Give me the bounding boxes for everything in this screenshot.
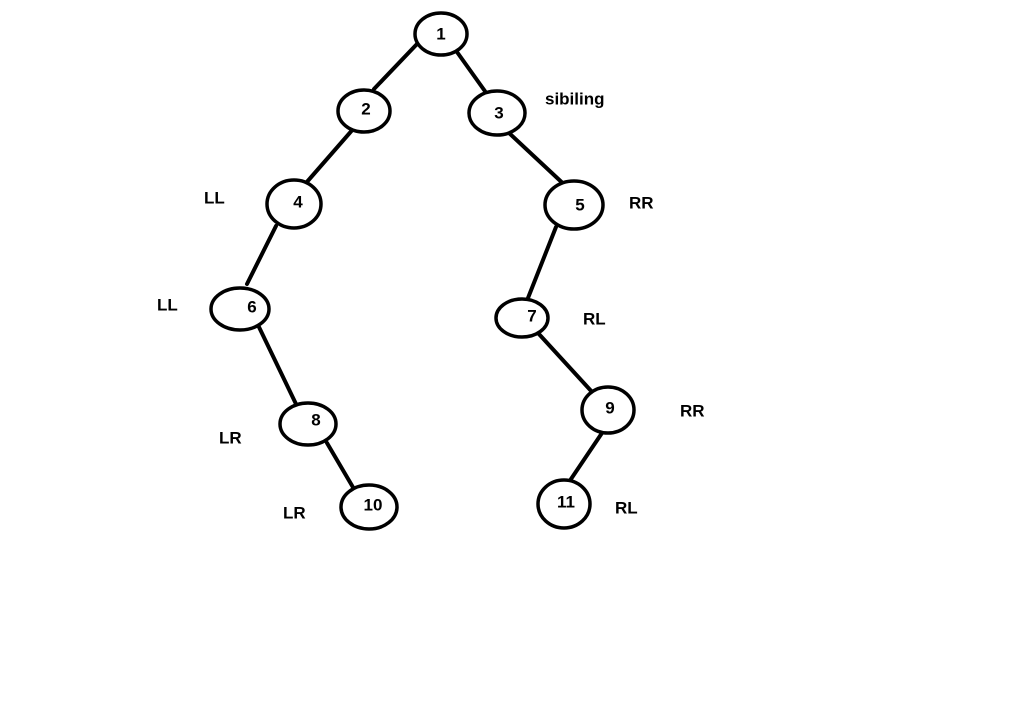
node-ellipse xyxy=(209,286,271,332)
tree-node-11: 11 xyxy=(536,478,592,530)
node-label: 2 xyxy=(361,100,370,119)
annotation-ll-4: LL xyxy=(204,189,225,208)
node-ellipse xyxy=(580,385,636,435)
node-ellipse xyxy=(494,297,550,339)
edge-n8-n10 xyxy=(325,441,356,491)
node-ellipse xyxy=(339,483,399,531)
tree-node-10: 10 xyxy=(339,483,399,531)
node-label: 11 xyxy=(557,493,575,512)
tree-node-6: 6 xyxy=(209,286,271,332)
annotation-rr-5: RR xyxy=(629,194,654,213)
annotation-sibling: sibiling xyxy=(545,90,605,109)
edge-n4-n6 xyxy=(245,224,278,286)
node-ellipse xyxy=(278,401,338,447)
node-ellipse xyxy=(265,178,323,230)
node-label: 5 xyxy=(575,196,584,215)
annotation-lr-8: LR xyxy=(219,429,242,448)
node-label: 8 xyxy=(311,411,320,430)
node-ellipse xyxy=(336,88,392,134)
node-ellipse xyxy=(543,179,605,231)
nodes: 1 2 3 4 5 6 7 8 9 10 11 xyxy=(209,11,636,531)
tree-node-9: 9 xyxy=(580,385,636,435)
annotation-ll-6: LL xyxy=(157,296,178,315)
node-label: 1 xyxy=(436,25,445,44)
tree-node-8: 8 xyxy=(278,401,338,447)
annotation-rl-7: RL xyxy=(583,310,606,329)
annotation-rl-11: RL xyxy=(615,499,638,518)
edge-n7-n9 xyxy=(536,331,595,395)
node-label: 10 xyxy=(364,496,383,515)
node-ellipse xyxy=(467,89,527,137)
tree-node-1: 1 xyxy=(413,11,469,57)
node-ellipse xyxy=(413,11,469,57)
annotation-rr-9: RR xyxy=(680,402,705,421)
edge-n1-n2 xyxy=(372,42,419,91)
edge-n2-n4 xyxy=(304,126,356,185)
tree-node-4: 4 xyxy=(265,178,323,230)
tree-node-2: 2 xyxy=(336,88,392,134)
edge-n9-n11 xyxy=(567,428,606,484)
node-label: 3 xyxy=(494,104,503,123)
edge-n6-n8 xyxy=(256,323,298,406)
tree-node-7: 7 xyxy=(494,297,550,339)
node-label: 9 xyxy=(605,399,614,418)
node-label: 6 xyxy=(247,298,256,317)
edge-n3-n5 xyxy=(507,131,571,191)
edge-n1-n3 xyxy=(455,50,489,96)
edges xyxy=(245,42,606,491)
node-label: 4 xyxy=(293,193,303,212)
annotation-lr-10: LR xyxy=(283,504,306,523)
tree-node-5: 5 xyxy=(543,179,605,231)
edge-n5-n7 xyxy=(526,225,558,300)
tree-node-3: 3 xyxy=(467,89,527,137)
node-label: 7 xyxy=(527,307,536,326)
node-ellipse xyxy=(536,478,592,530)
